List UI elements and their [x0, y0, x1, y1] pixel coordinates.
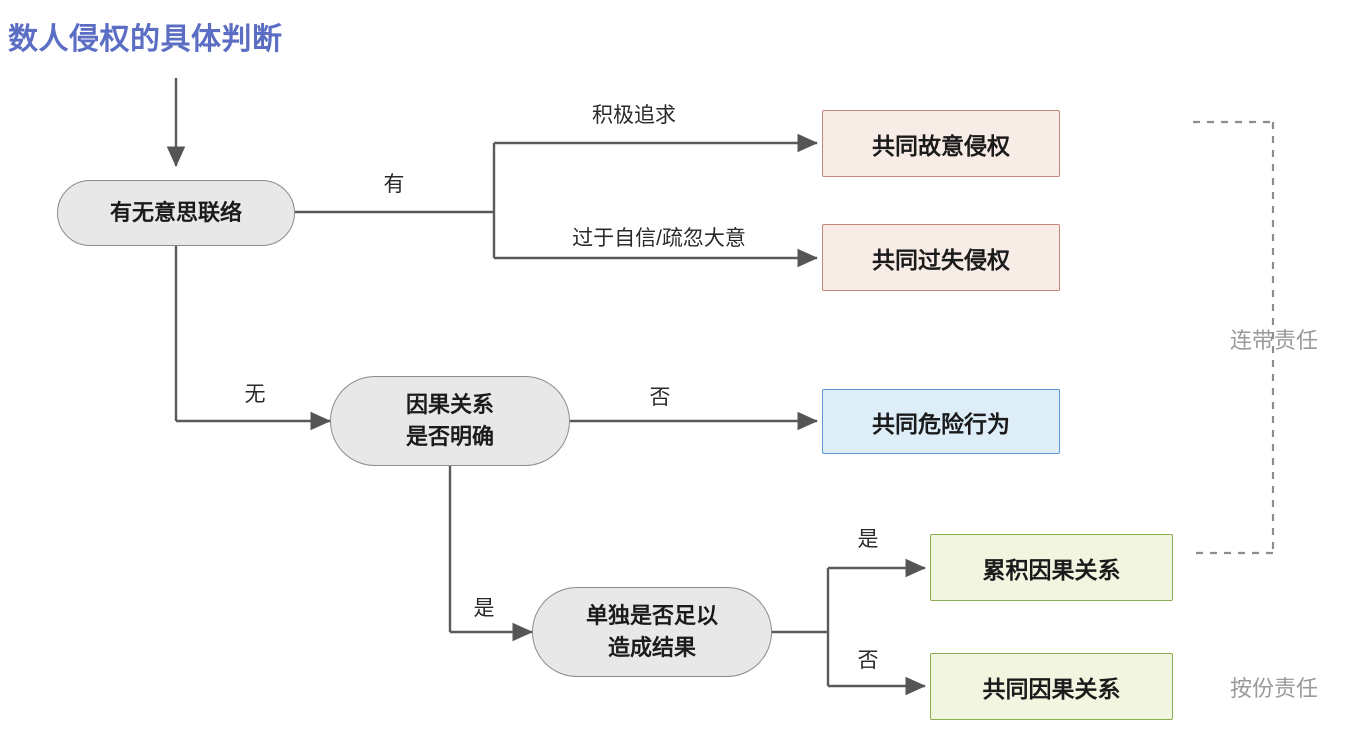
outcome-common-cause[interactable]: 共同因果关系	[930, 653, 1173, 720]
outcome-joint-negligence[interactable]: 共同过失侵权	[822, 224, 1060, 291]
decision-node-causation-line1: 因果关系	[405, 392, 494, 418]
edge-label-has-intent: 有	[383, 173, 405, 196]
outcome-cumulative-cause[interactable]: 累积因果关系	[930, 534, 1173, 601]
edge-label-causation-yes: 是	[473, 597, 495, 620]
edge-label-overconfidence: 过于自信/疏忽大意	[572, 227, 746, 250]
annotation-several-liability: 按份责任	[1229, 676, 1319, 701]
decision-node-causation[interactable]: 因果关系 是否明确	[330, 376, 570, 466]
outcome-joint-intent-label: 共同故意侵权	[872, 132, 1010, 159]
annotation-joint-liability: 连带责任	[1229, 328, 1319, 353]
edge-label-active-pursuit: 积极追求	[592, 104, 676, 127]
outcome-joint-negligence-label: 共同过失侵权	[872, 246, 1010, 273]
edge-label-causation-no: 否	[649, 386, 671, 409]
outcome-joint-intent[interactable]: 共同故意侵权	[822, 110, 1060, 177]
edge-label-sufficient-no: 否	[857, 649, 879, 672]
decision-node-intent[interactable]: 有无意思联络	[57, 180, 295, 246]
page-title: 数人侵权的具体判断	[8, 23, 283, 56]
decision-node-sufficiency-line2: 造成结果	[607, 635, 696, 660]
decision-node-sufficiency[interactable]: 单独是否足以 造成结果	[532, 587, 772, 677]
decision-node-causation-line2: 是否明确	[405, 424, 494, 449]
outcome-cumulative-cause-label: 累积因果关系	[982, 556, 1121, 583]
edge-label-sufficient-yes: 是	[857, 528, 879, 551]
outcome-common-cause-label: 共同因果关系	[982, 675, 1121, 702]
outcome-joint-danger-label: 共同危险行为	[872, 410, 1010, 437]
decision-node-sufficiency-line1: 单独是否足以	[585, 603, 718, 629]
decision-node-intent-line1: 有无意思联络	[109, 200, 242, 226]
edge-label-no-intent: 无	[244, 383, 266, 406]
outcome-joint-danger[interactable]: 共同危险行为	[822, 389, 1060, 454]
